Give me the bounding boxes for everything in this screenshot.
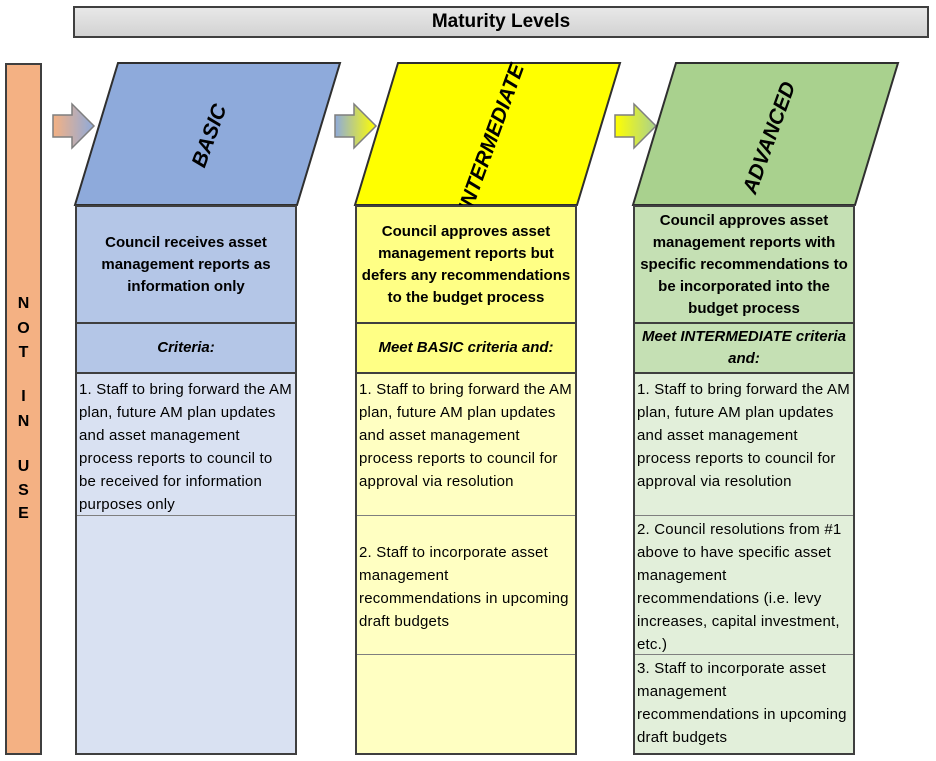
advanced-criteria-text: Meet INTERMEDIATE criteria and: [642, 328, 846, 367]
not-in-use-column: N O T I N U S E [5, 63, 42, 755]
row-divider [635, 515, 853, 516]
row-divider [77, 515, 295, 516]
advanced-description-text: Council approves asset management report… [640, 211, 848, 317]
basic-description-text: Council receives asset management report… [101, 233, 271, 295]
basic-criteria-list: 1. Staff to bring forward the AM plan, f… [75, 372, 297, 755]
advanced-criteria-list: 1. Staff to bring forward the AM plan, f… [633, 372, 855, 755]
not-in-use-letter: E [18, 505, 29, 522]
intermediate-criteria-list: 1. Staff to bring forward the AM plan, f… [355, 372, 577, 755]
intermediate-criteria-item: 2. Staff to incorporate asset management… [359, 544, 569, 630]
not-in-use-letter: U [17, 458, 30, 475]
not-in-use-letter: N [17, 295, 30, 312]
basic-criteria-item: 1. Staff to bring forward the AM plan, f… [79, 381, 292, 513]
not-in-use-letter: I [21, 388, 26, 405]
arrow-right-icon [614, 102, 658, 150]
advanced-description: Council approves asset management report… [633, 205, 855, 324]
basic-criteria-text: Criteria: [157, 339, 215, 356]
row-divider [357, 515, 575, 516]
advanced-criteria-item: 2. Council resolutions from #1 above to … [637, 521, 842, 653]
intermediate-criteria-text: Meet BASIC criteria and: [378, 339, 554, 356]
intermediate-criteria-item: 1. Staff to bring forward the AM plan, f… [359, 381, 572, 490]
not-in-use-letter: O [17, 320, 30, 337]
advanced-criteria-item: 3. Staff to incorporate asset management… [637, 660, 847, 746]
intermediate-description-text: Council approves asset management report… [361, 222, 571, 306]
intermediate-criteria-header: Meet BASIC criteria and: [355, 322, 577, 374]
basic-description: Council receives asset management report… [75, 205, 297, 324]
intermediate-description: Council approves asset management report… [355, 205, 577, 324]
title-text: Maturity Levels [431, 11, 571, 32]
row-divider [357, 654, 575, 655]
not-in-use-letter: S [18, 482, 29, 499]
maturity-levels-title: Maturity Levels [73, 6, 929, 38]
advanced-criteria-item: 1. Staff to bring forward the AM plan, f… [637, 381, 850, 490]
basic-criteria-header: Criteria: [75, 322, 297, 374]
not-in-use-letter: T [18, 344, 29, 361]
advanced-criteria-header: Meet INTERMEDIATE criteria and: [633, 322, 855, 374]
not-in-use-letter: N [17, 413, 30, 430]
row-divider [635, 654, 853, 655]
arrow-right-icon [334, 102, 378, 150]
arrow-right-icon [52, 102, 96, 150]
